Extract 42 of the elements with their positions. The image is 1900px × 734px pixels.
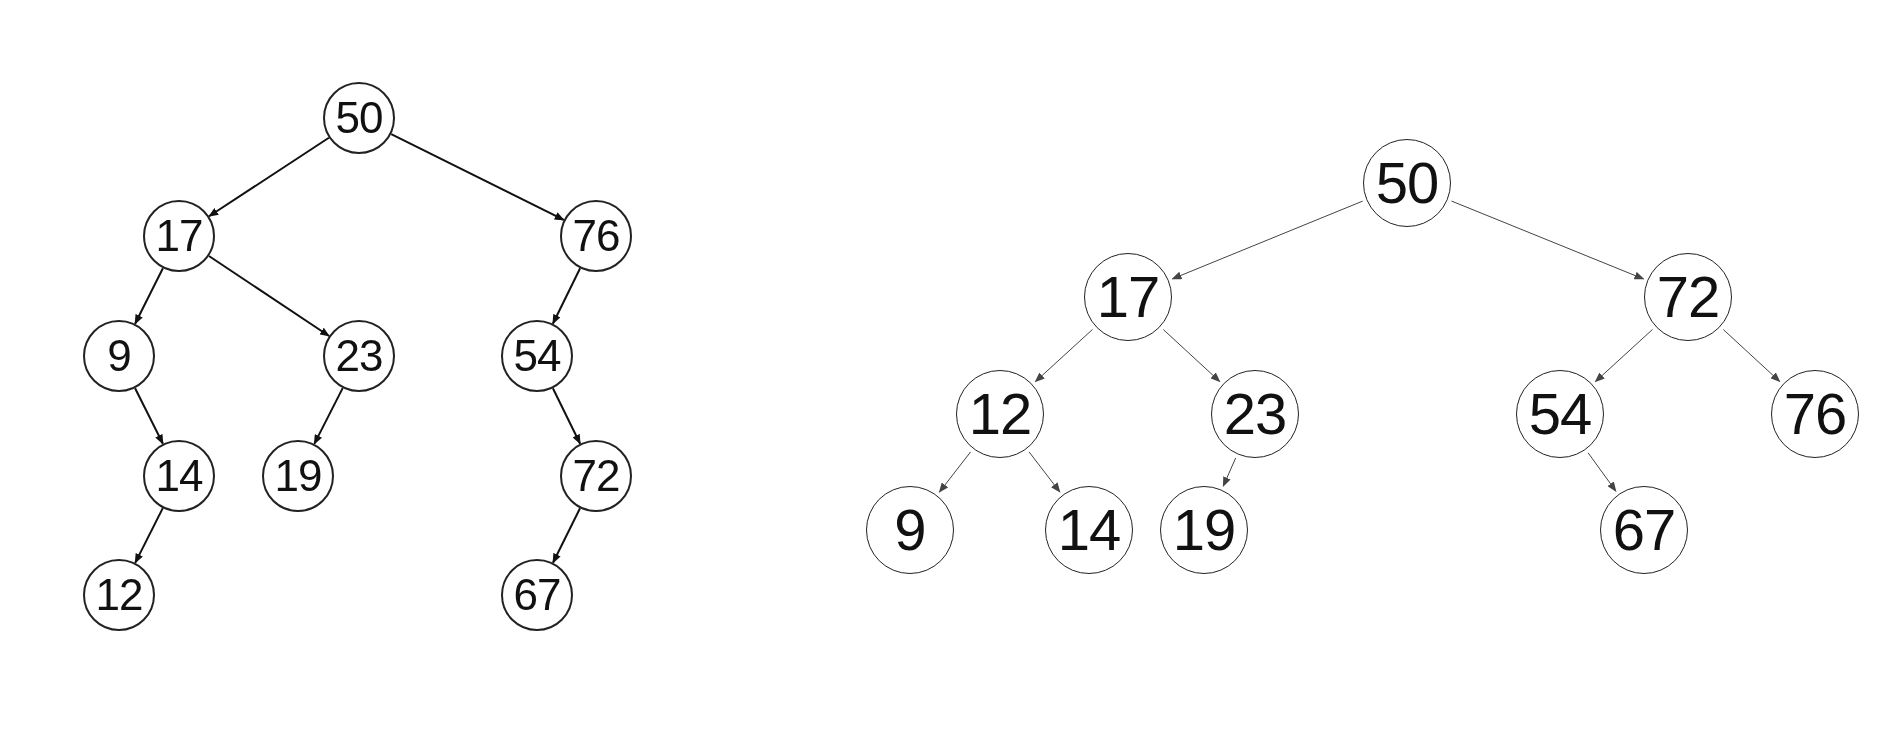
arrow	[551, 267, 582, 325]
arrow	[1162, 329, 1221, 383]
node-value: 9	[107, 334, 131, 378]
node-value: 50	[1375, 154, 1439, 212]
node-value: 67	[1612, 501, 1676, 559]
node-value: 14	[1057, 501, 1121, 559]
node-value: 50	[335, 96, 383, 140]
node-value: 17	[155, 214, 203, 258]
node-value: 23	[1223, 385, 1287, 443]
node-value: 19	[274, 454, 322, 498]
arrow	[1171, 200, 1364, 280]
node-value: 23	[335, 334, 383, 378]
node-value: 72	[1656, 268, 1720, 326]
arrow	[134, 507, 164, 564]
node-value: 76	[1783, 385, 1847, 443]
node-value: 19	[1172, 501, 1236, 559]
node-value: 67	[513, 573, 561, 617]
node-value: 14	[155, 454, 203, 498]
arrow	[1028, 451, 1061, 493]
arrow	[1451, 200, 1645, 280]
node-value: 76	[572, 214, 620, 258]
arrow	[390, 133, 565, 221]
node-value: 17	[1096, 268, 1160, 326]
arrow	[551, 387, 582, 445]
arrow	[208, 136, 330, 218]
arrow	[207, 254, 331, 338]
arrow	[134, 387, 164, 445]
arrow	[1594, 328, 1654, 383]
arrow	[313, 387, 344, 445]
arrow	[1722, 329, 1781, 383]
node-value: 9	[894, 501, 926, 559]
node-value: 54	[1528, 385, 1592, 443]
node-value: 72	[572, 454, 620, 498]
arrow	[938, 451, 972, 493]
node-value: 12	[968, 385, 1032, 443]
arrow	[1222, 457, 1237, 487]
node-value: 12	[95, 573, 143, 617]
arrow	[1587, 452, 1617, 492]
arrow	[134, 267, 164, 325]
arrow	[552, 507, 581, 564]
node-value: 54	[513, 334, 561, 378]
arrow	[1034, 328, 1094, 383]
